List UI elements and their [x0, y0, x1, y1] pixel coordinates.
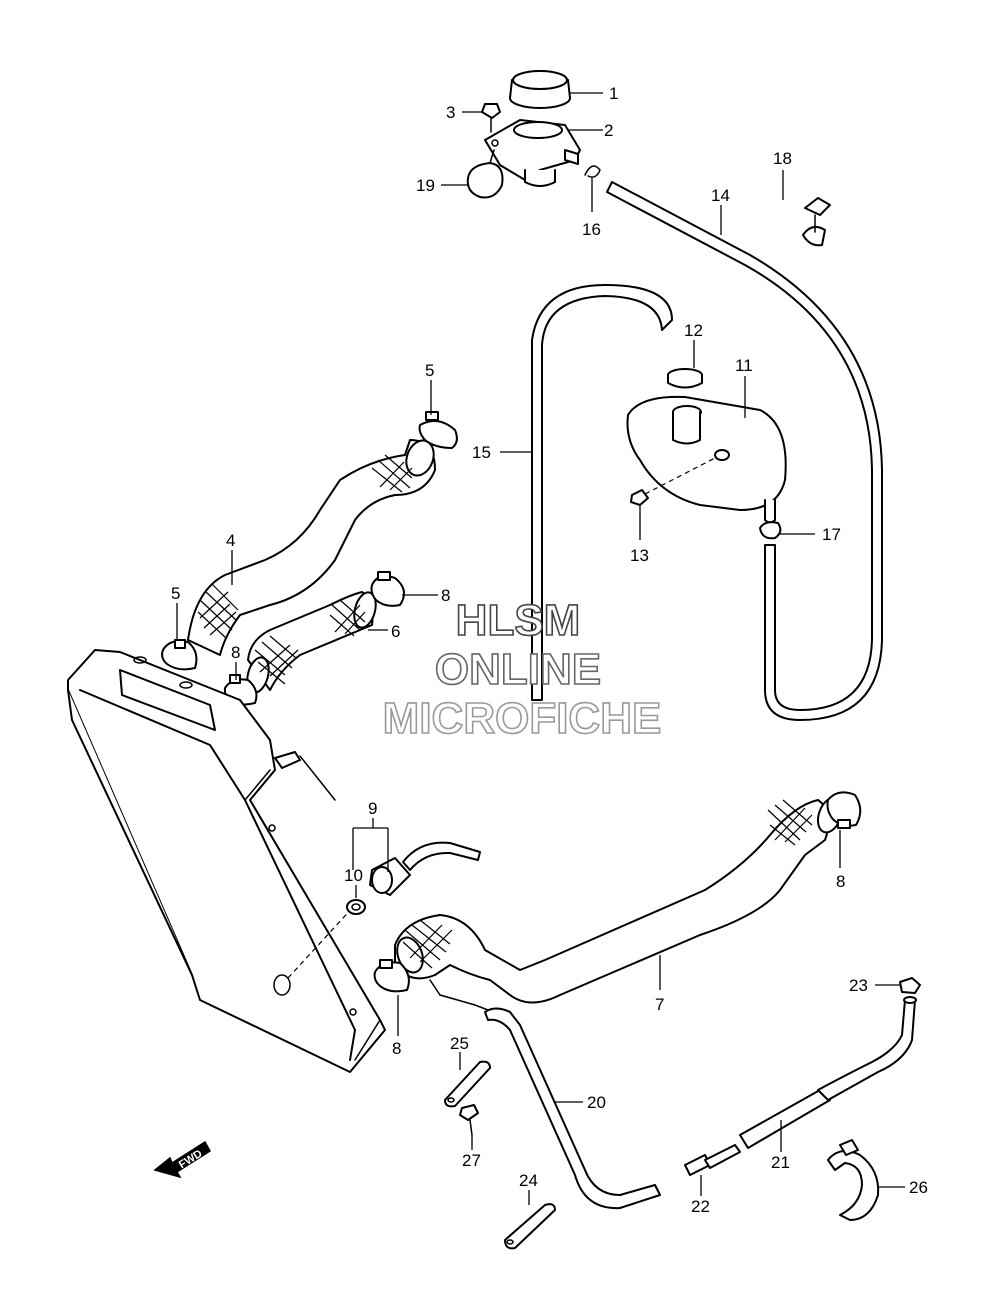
radiator[interactable] — [67, 649, 386, 1073]
bleed-bolt[interactable] — [274, 751, 336, 801]
watermark-line-3: MICROFICHE — [383, 694, 662, 743]
clamp-19[interactable] — [466, 149, 504, 199]
radiator-hose-6[interactable] — [244, 590, 380, 695]
callout-labels: 1 2 3 19 16 14 18 12 11 15 13 17 5 4 5 8… — [171, 84, 928, 1216]
radiator-hose-7[interactable] — [393, 794, 847, 1004]
bolt-3[interactable] — [481, 103, 501, 133]
clamp-8-lower-left[interactable] — [373, 959, 410, 993]
bracket-26[interactable] — [827, 1139, 880, 1221]
hose-20-link — [429, 979, 441, 996]
callout-2: 2 — [604, 121, 613, 140]
callout-25: 25 — [450, 1034, 469, 1053]
radiator-cap[interactable] — [509, 70, 571, 109]
callout-21: 21 — [771, 1153, 790, 1172]
watermark-line-2: ONLINE — [435, 645, 601, 694]
thermo-switch[interactable] — [369, 841, 481, 896]
pipe-21[interactable] — [739, 996, 917, 1149]
callout-18: 18 — [773, 149, 792, 168]
hose-20-link-2 — [439, 994, 489, 1011]
callout-22: 22 — [691, 1197, 710, 1216]
callout-11: 11 — [735, 356, 753, 375]
clamp-8-lower-right[interactable] — [826, 791, 862, 829]
callout-20: 20 — [587, 1093, 606, 1112]
watermark-line-1: HLSM — [456, 596, 581, 645]
callout-23: 23 — [849, 976, 868, 995]
callout-5-lower: 5 — [171, 584, 180, 603]
o-ring-10[interactable] — [346, 899, 366, 915]
callout-12: 12 — [684, 321, 703, 340]
clip-24[interactable] — [504, 1203, 556, 1250]
callout-15: 15 — [472, 443, 491, 462]
reservoir-tank[interactable] — [626, 395, 787, 524]
callout-27: 27 — [462, 1151, 481, 1170]
leader-lines — [176, 92, 905, 1205]
callout-8-left: 8 — [231, 643, 240, 662]
callout-17: 17 — [822, 525, 841, 544]
callout-7: 7 — [655, 995, 664, 1014]
reservoir-cap-12[interactable] — [667, 368, 703, 389]
callout-10: 10 — [344, 866, 363, 885]
callout-8-right: 8 — [836, 872, 845, 891]
clamp-5-lower[interactable] — [161, 639, 198, 671]
callout-8-upper: 8 — [441, 586, 450, 605]
clip-25[interactable] — [444, 1060, 491, 1108]
callout-14: 14 — [711, 186, 730, 205]
bolt-27[interactable] — [459, 1104, 479, 1136]
overflow-hose-14[interactable] — [606, 181, 883, 721]
joint-22[interactable] — [684, 1144, 741, 1176]
hose-20[interactable] — [484, 1007, 661, 1210]
callout-4: 4 — [226, 531, 235, 550]
callout-16: 16 — [582, 220, 601, 239]
callout-6: 6 — [391, 622, 400, 641]
callout-26: 26 — [909, 1178, 928, 1197]
callout-24: 24 — [519, 1171, 538, 1190]
callout-1: 1 — [609, 84, 618, 103]
callout-3: 3 — [446, 103, 455, 122]
screw-13[interactable] — [630, 457, 716, 506]
clamp-23[interactable] — [899, 977, 921, 994]
filler-neck[interactable] — [484, 119, 581, 187]
clamp-17[interactable] — [759, 521, 782, 540]
clamp-5-upper[interactable] — [418, 411, 458, 449]
watermark: HLSM ONLINE MICROFICHE — [382, 595, 662, 744]
callout-19: 19 — [416, 176, 435, 195]
hose-clip-16[interactable] — [584, 165, 601, 178]
hose-15[interactable] — [531, 284, 673, 701]
callout-5-upper: 5 — [425, 361, 434, 380]
clamp-8-upper[interactable] — [370, 571, 405, 607]
callout-9: 9 — [368, 799, 377, 818]
clamp-18[interactable] — [802, 197, 831, 247]
callout-13: 13 — [630, 546, 649, 565]
callout-8-lower: 8 — [392, 1039, 401, 1058]
fwd-arrow-icon: FWD — [153, 1140, 211, 1179]
